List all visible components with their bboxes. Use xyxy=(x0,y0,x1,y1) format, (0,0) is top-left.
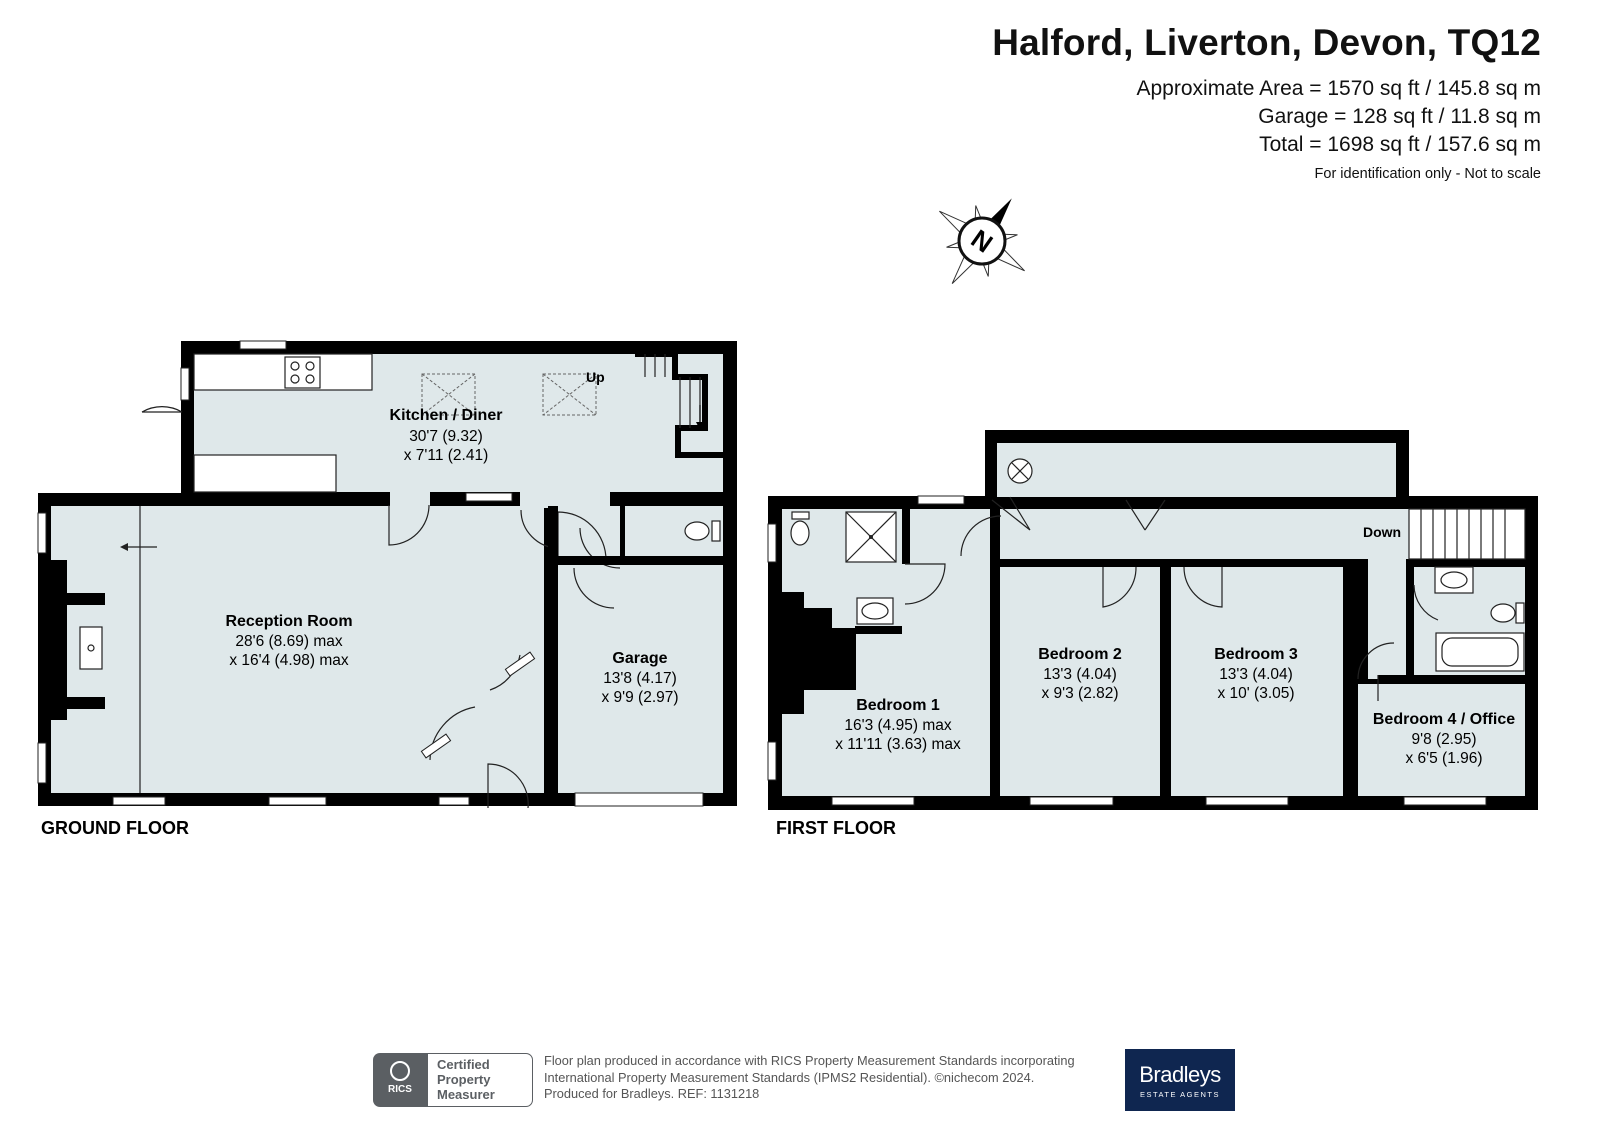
svg-text:Kitchen / Diner: Kitchen / Diner xyxy=(390,407,503,424)
bedroom-3-label: Bedroom 3 13'3 (4.04) x 10' (3.05) xyxy=(1214,646,1298,702)
property-title: Halford, Liverton, Devon, TQ12 xyxy=(992,22,1541,63)
svg-text:28'6 (8.69) max: 28'6 (8.69) max xyxy=(235,633,342,650)
shower-icon xyxy=(845,511,897,563)
agent-tagline: ESTATE AGENTS xyxy=(1139,1090,1221,1099)
svg-text:9'8 (2.95): 9'8 (2.95) xyxy=(1412,731,1477,748)
ground-floor-label: GROUND FLOOR xyxy=(41,818,189,838)
toilet-icon xyxy=(790,511,810,546)
svg-text:Bedroom 2: Bedroom 2 xyxy=(1038,646,1122,663)
svg-text:Garage: Garage xyxy=(612,650,667,667)
footer-line-1: Floor plan produced in accordance with R… xyxy=(544,1053,1075,1068)
reception-room-label: Reception Room 28'6 (8.69) max x 16'4 (4… xyxy=(225,613,352,669)
garage-label: Garage 13'8 (4.17) x 9'9 (2.97) xyxy=(601,650,678,706)
svg-text:x 16'4 (4.98) max: x 16'4 (4.98) max xyxy=(229,652,349,669)
bedroom-2-label: Bedroom 2 13'3 (4.04) x 9'3 (2.82) xyxy=(1038,646,1122,702)
bedroom-2-room xyxy=(1000,567,1160,796)
svg-text:Bedroom 4 / Office: Bedroom 4 / Office xyxy=(1373,711,1515,728)
stairs-down-label: Down xyxy=(1363,524,1401,540)
total-area-line: Total = 1698 sq ft / 157.6 sq m xyxy=(1259,133,1541,156)
rics-line-1: Certified xyxy=(437,1057,490,1072)
hall-area xyxy=(558,506,620,560)
staircase-down: Down xyxy=(1363,508,1526,560)
garage-door xyxy=(574,792,704,807)
stairs-up-label: Up xyxy=(586,369,605,385)
svg-text:x 7'11 (2.41): x 7'11 (2.41) xyxy=(404,447,489,464)
bedroom-1-label: Bedroom 1 16'3 (4.95) max x 11'11 (3.63)… xyxy=(835,697,961,753)
rics-logo: RICS xyxy=(373,1053,427,1107)
footer-disclaimer: Floor plan produced in accordance with R… xyxy=(544,1053,1075,1103)
skylight-icon xyxy=(542,373,597,416)
svg-text:x 11'11 (3.63) max: x 11'11 (3.63) max xyxy=(835,736,961,753)
approx-area-line: Approximate Area = 1570 sq ft / 145.8 sq… xyxy=(1136,77,1542,100)
agent-logo: Bradleys ESTATE AGENTS xyxy=(1125,1049,1235,1111)
footer-line-2: International Property Measurement Stand… xyxy=(544,1069,1035,1085)
hob-icon xyxy=(284,356,321,389)
loft-hatch-icon xyxy=(1007,458,1033,484)
first-floor-plan: Down xyxy=(767,430,1538,838)
svg-text:13'3 (4.04): 13'3 (4.04) xyxy=(1219,666,1293,683)
bedroom-4-room xyxy=(1358,684,1525,796)
washbasin-icon xyxy=(856,597,894,625)
bedroom-3-room xyxy=(1171,567,1343,796)
fireplace-icon xyxy=(45,560,105,720)
rics-logo-text: RICS xyxy=(388,1084,412,1095)
skylight-icon xyxy=(421,373,476,416)
agent-name: Bradleys xyxy=(1139,1062,1221,1087)
rics-certification-badge: RICS Certified Property Measurer xyxy=(373,1053,533,1107)
footer-line-3: Produced for Bradleys. REF: 1131218 xyxy=(544,1086,760,1101)
ground-floor-plan: Up xyxy=(37,340,737,838)
compass-icon: N xyxy=(939,198,1025,284)
svg-text:16'3 (4.95) max: 16'3 (4.95) max xyxy=(844,717,951,734)
staircase-up: Up xyxy=(586,351,723,458)
svg-text:x 9'3 (2.82): x 9'3 (2.82) xyxy=(1041,685,1118,702)
rics-seal-icon xyxy=(390,1061,410,1081)
disclaimer-note: For identification only - Not to scale xyxy=(1314,166,1541,182)
bath-icon xyxy=(1435,632,1525,672)
svg-text:30'7 (9.32): 30'7 (9.32) xyxy=(409,428,483,445)
svg-text:13'3 (4.04): 13'3 (4.04) xyxy=(1043,666,1117,683)
garage-area-line: Garage = 128 sq ft / 11.8 sq m xyxy=(1258,105,1541,128)
svg-text:Bedroom 3: Bedroom 3 xyxy=(1214,646,1298,663)
svg-text:Bedroom 1: Bedroom 1 xyxy=(856,697,940,714)
garage-room xyxy=(558,565,723,793)
svg-text:x 10' (3.05): x 10' (3.05) xyxy=(1217,685,1294,702)
svg-text:x 9'9 (2.97): x 9'9 (2.97) xyxy=(601,689,678,706)
rics-line-2: Property xyxy=(437,1072,491,1087)
toilet-icon xyxy=(684,520,721,542)
bedroom-4-label: Bedroom 4 / Office 9'8 (2.95) x 6'5 (1.9… xyxy=(1373,711,1515,767)
reception-room xyxy=(51,506,544,793)
washbasin-icon xyxy=(1434,566,1474,594)
svg-text:Reception Room: Reception Room xyxy=(225,613,352,630)
first-floor-label: FIRST FLOOR xyxy=(776,818,896,838)
rics-line-3: Measurer xyxy=(437,1087,495,1102)
kitchen-diner-label: Kitchen / Diner 30'7 (9.32) x 7'11 (2.41… xyxy=(390,407,503,464)
toilet-icon xyxy=(1490,602,1525,624)
svg-text:13'8 (4.17): 13'8 (4.17) xyxy=(603,670,677,687)
svg-text:x 6'5 (1.96): x 6'5 (1.96) xyxy=(1405,750,1482,767)
